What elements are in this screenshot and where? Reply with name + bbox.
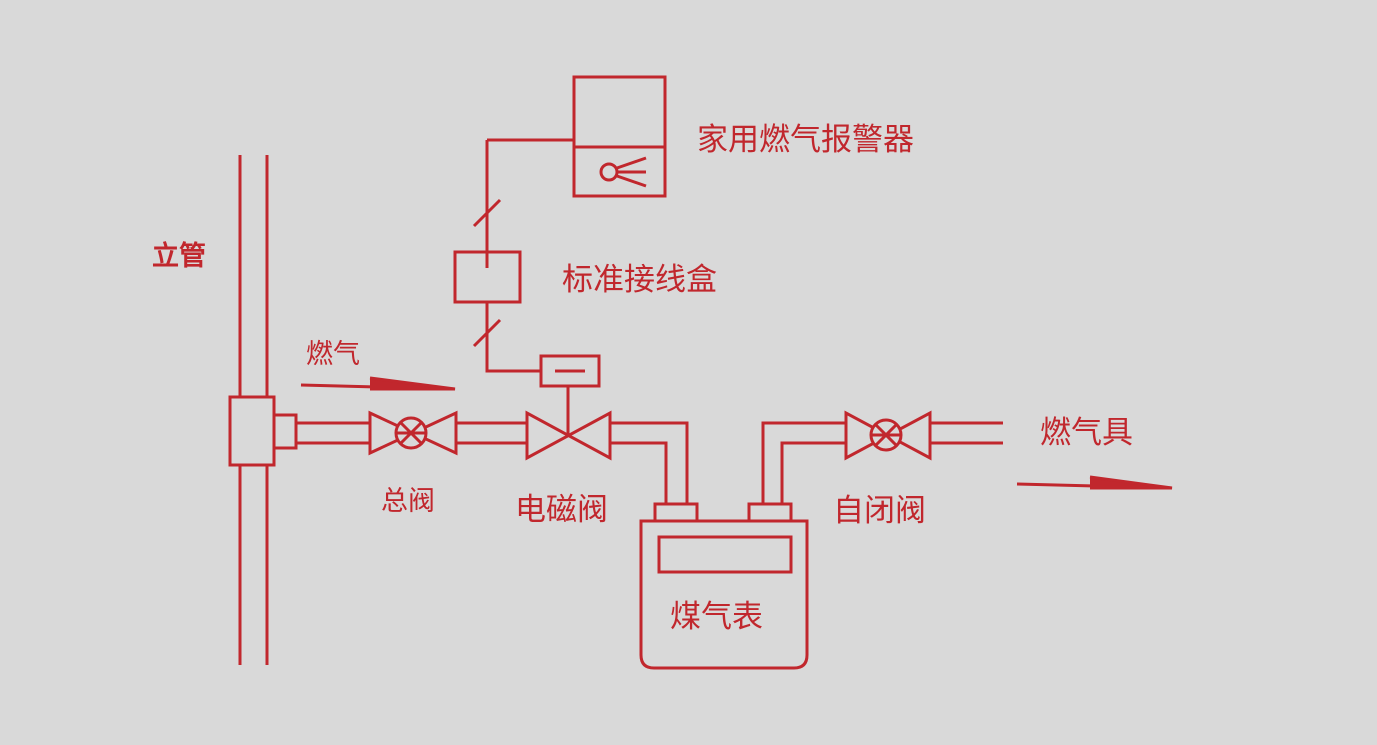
signal-wire (472, 138, 574, 373)
riser-pipe (228, 155, 298, 665)
junction-box-symbol (453, 250, 522, 304)
solenoid-valve-symbol (525, 354, 612, 461)
main-valve-symbol (368, 410, 458, 456)
self-closing-valve-symbol (844, 410, 932, 461)
junction-box-label: 标准接线盒 (562, 262, 717, 298)
gas-alarm-symbol (572, 75, 667, 198)
alarm-label: 家用燃气报警器 (697, 122, 914, 158)
gas-appliance-label: 燃气具 (1040, 415, 1133, 451)
self-closing-valve-label: 自闭阀 (833, 493, 926, 529)
flow-arrow-in (300, 376, 456, 391)
riser-label: 立管 (152, 240, 206, 272)
gas-in-label: 燃气 (306, 339, 360, 370)
gas-meter-label: 煤气表 (670, 599, 763, 635)
flow-arrow-out (1016, 475, 1173, 490)
gas-meter-symbol (639, 502, 809, 670)
outlet-pipe (761, 421, 1003, 504)
main-valve-label: 总阀 (381, 486, 435, 517)
solenoid-valve-label: 电磁阀 (515, 492, 608, 528)
supply-pipe (296, 421, 689, 504)
